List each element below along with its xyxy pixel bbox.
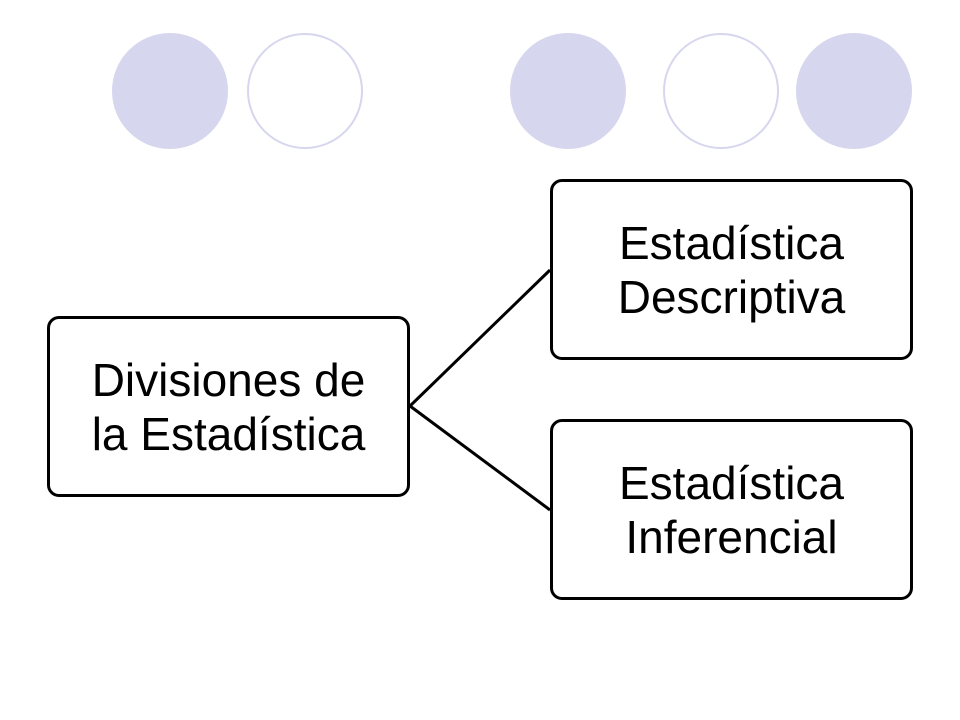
node-label-line: Estadística	[619, 456, 844, 509]
node-label-line: Divisiones de	[91, 353, 366, 406]
node-estadistica-inferencial: Estadística Inferencial	[550, 419, 913, 600]
node-label: Estadística Inferencial	[619, 456, 844, 564]
connector-root-to-inferencial	[409, 404, 551, 512]
node-divisiones-estadistica: Divisiones de la Estadística	[47, 316, 410, 497]
deco-circle-outline-2	[663, 33, 779, 149]
node-estadistica-descriptiva: Estadística Descriptiva	[550, 179, 913, 360]
node-label-line: Inferencial	[625, 510, 838, 563]
node-label-line: la Estadística	[91, 407, 366, 460]
node-label-line: Estadística	[618, 216, 844, 269]
connector-root-to-descriptiva	[408, 268, 552, 408]
deco-circle-filled-2	[510, 33, 626, 149]
deco-circle-filled-3	[796, 33, 912, 149]
deco-circle-filled-1	[112, 33, 228, 149]
deco-circle-outline-1	[247, 33, 363, 149]
node-label: Divisiones de la Estadística	[92, 353, 366, 461]
node-label-line: Descriptiva	[617, 270, 846, 323]
node-label: Estadística Descriptiva	[618, 216, 846, 324]
